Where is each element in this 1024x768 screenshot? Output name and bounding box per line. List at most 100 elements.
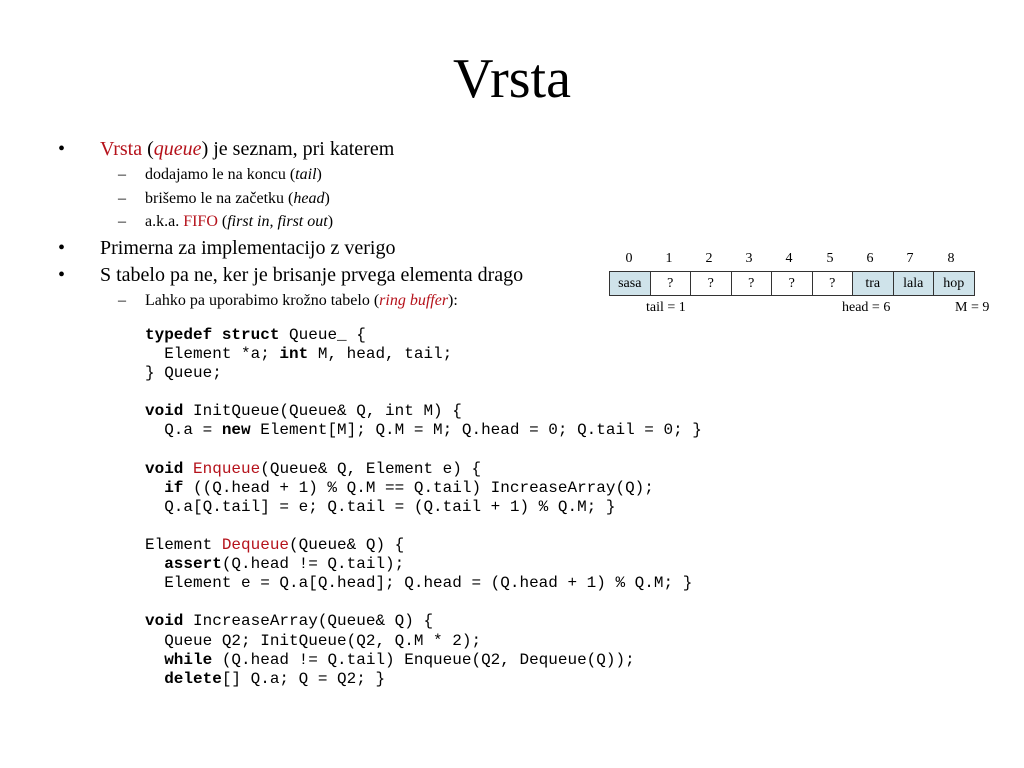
term-queue: queue: [153, 138, 202, 160]
code-line: Element *a; int M, head, tail;: [145, 345, 702, 364]
code-keyword: new: [221, 421, 251, 440]
code-keyword: void: [145, 612, 184, 631]
code-text: [145, 555, 164, 573]
code-line: assert(Q.head != Q.tail);: [145, 555, 702, 574]
array-index: 2: [705, 251, 713, 266]
array-cell-filled: tra: [853, 271, 894, 296]
sub-bullet-text: a.k.a.: [145, 213, 184, 230]
code-keyword: void: [145, 402, 184, 421]
dash-marker: –: [118, 166, 126, 183]
bullet-queue-definition: • Vrsta (queue) je seznam, pri katerem: [58, 137, 394, 161]
code-line: void IncreaseArray(Queue& Q) {: [145, 612, 702, 631]
term-tail: tail: [295, 166, 317, 183]
code-line: while (Q.head != Q.tail) Enqueue(Q2, Deq…: [145, 651, 702, 670]
slide-title: Vrsta: [453, 48, 571, 110]
array-cell-empty: ?: [812, 271, 853, 296]
code-blank-line: [145, 517, 702, 536]
array-index: 7: [906, 251, 914, 266]
array-index: 8: [947, 251, 955, 266]
array-index: 5: [826, 251, 834, 266]
code-text: [] Q.a; Q = Q2; }: [221, 669, 386, 688]
code-text: Queue_ {: [279, 326, 366, 344]
code-keyword: struct: [221, 326, 280, 344]
code-line: void InitQueue(Queue& Q, int M) {: [145, 402, 702, 421]
code-text: ((Q.head + 1) % Q.M == Q.tail) IncreaseA…: [183, 478, 654, 497]
array-cell-empty: ?: [772, 271, 813, 296]
code-line: Element Dequeue(Queue& Q) {: [145, 536, 702, 555]
text-open-paren: (: [217, 213, 228, 230]
array-cell-filled: hop: [934, 271, 975, 296]
code-text: [145, 651, 164, 669]
code-keyword: typedef: [145, 326, 213, 344]
array-cells: sasa ? ? ? ? ? tra lala hop: [609, 271, 975, 296]
text-close-paren: ): [327, 213, 334, 230]
code-block: typedef struct Queue_ { Element *a; int …: [145, 326, 702, 689]
capacity-label: M = 9: [955, 300, 990, 315]
dash-marker: –: [118, 292, 126, 309]
sub-bullet-text: Lahko pa uporabimo krožno tabelo (: [145, 292, 380, 309]
code-keyword: if: [164, 478, 184, 497]
code-text: [145, 670, 164, 688]
code-line: } Queue;: [145, 364, 222, 383]
array-index: 0: [625, 251, 633, 266]
text-close-paren: ):: [448, 292, 458, 309]
code-text: [183, 460, 193, 478]
code-keyword: assert: [164, 555, 222, 574]
code-text: (Q.head != Q.tail);: [221, 555, 405, 574]
text-open-paren: (: [142, 138, 154, 160]
text-close-paren: ): [324, 190, 330, 207]
term-vrsta: Vrsta: [100, 138, 143, 160]
array-index: 6: [866, 251, 874, 266]
bullet-linked-list: • Primerna za implementacijo z verigo: [58, 236, 395, 260]
code-text: [145, 479, 164, 497]
sub-bullet-head: – brišemo le na začetku (head): [118, 189, 330, 209]
code-line: Q.a[Q.tail] = e; Q.tail = (Q.tail + 1) %…: [145, 497, 616, 516]
array-index: 1: [665, 251, 673, 266]
array-index: 4: [785, 251, 793, 266]
sub-bullet-ring-buffer: – Lahko pa uporabimo krožno tabelo (ring …: [118, 291, 458, 311]
code-text: M, head, tail;: [308, 345, 453, 364]
code-line: Q.a = new Element[M]; Q.M = M; Q.head = …: [145, 421, 702, 440]
code-function-dequeue: Dequeue: [221, 536, 290, 555]
array-index: 3: [745, 251, 753, 266]
term-head: head: [293, 190, 325, 207]
code-line: typedef struct Queue_ {: [145, 326, 702, 345]
code-line: void Enqueue(Queue& Q, Element e) {: [145, 460, 702, 479]
bullet-text: Primerna za implementacijo z verigo: [100, 237, 396, 259]
code-line: delete[] Q.a; Q = Q2; }: [145, 670, 702, 689]
code-keyword: while: [164, 650, 213, 669]
term-first-in-first-out: first in, first out: [227, 213, 328, 230]
text-close-paren: ): [316, 166, 322, 183]
array-cell-filled: sasa: [610, 271, 651, 296]
code-line: if ((Q.head + 1) % Q.M == Q.tail) Increa…: [145, 479, 702, 498]
bullet-marker: •: [58, 264, 66, 286]
code-text: (Q.head != Q.tail) Enqueue(Q2, Dequeue(Q…: [212, 650, 635, 669]
bullet-marker: •: [58, 237, 66, 259]
code-keyword: int: [279, 345, 309, 364]
code-line: Queue Q2; InitQueue(Q2, Q.M * 2);: [145, 631, 482, 650]
code-text: IncreaseArray(Queue& Q) {: [183, 612, 434, 631]
code-text: Q.a =: [145, 421, 222, 440]
array-cell-filled: lala: [893, 271, 934, 296]
code-blank-line: [145, 441, 702, 460]
sub-bullet-tail: –dodajamo le na koncu (tail): [118, 165, 322, 185]
code-text: InitQueue(Queue& Q, int M) {: [183, 402, 462, 421]
code-text: (Queue& Q, Element e) {: [260, 459, 482, 478]
sub-bullet-fifo: –a.k.a. FIFO (first in, first out): [118, 212, 333, 232]
code-text: (Queue& Q) {: [289, 536, 405, 555]
bullet-text: ) je seznam, pri katerem: [201, 138, 395, 160]
dash-marker: –: [118, 190, 126, 207]
tail-label: tail = 1: [646, 300, 686, 315]
code-line: Element e = Q.a[Q.head]; Q.head = (Q.hea…: [145, 574, 693, 593]
array-cell-empty: ?: [691, 271, 732, 296]
bullet-text: S tabelo pa ne, ker je brisanje prvega e…: [100, 264, 524, 286]
code-keyword: void: [145, 459, 184, 478]
sub-bullet-text: brišemo le na začetku (: [145, 190, 294, 207]
code-text: Element[M]; Q.M = M; Q.head = 0; Q.tail …: [250, 421, 702, 440]
code-blank-line: [145, 383, 702, 402]
code-keyword: delete: [164, 669, 222, 688]
bullet-marker: •: [58, 138, 66, 160]
code-text: Element *a;: [145, 345, 280, 364]
array-cell-empty: ?: [731, 271, 772, 296]
term-ring-buffer: ring buffer: [379, 292, 449, 309]
